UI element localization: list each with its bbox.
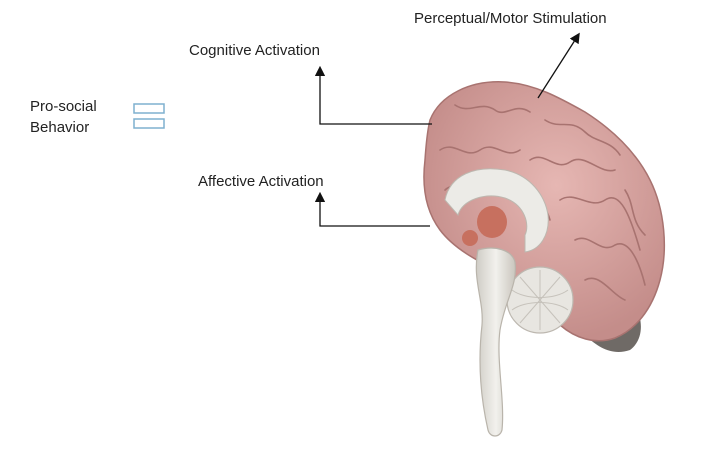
cognitive-activation-label: Cognitive Activation [189, 42, 320, 59]
cognitive-arrow [314, 65, 432, 125]
upper-box [133, 103, 165, 114]
affective-activation-label: Affective Activation [198, 173, 324, 190]
prosocial-behavior-label: Pro-social Behavior [30, 96, 120, 138]
prosocial-line-1: Pro-social [30, 98, 97, 115]
prosocial-line-2: Behavior [30, 119, 90, 136]
connector-arrows [314, 32, 580, 227]
perceptual-motor-stimulation-label: Perceptual/Motor Stimulation [414, 10, 607, 27]
stacked-boxes-icon [133, 103, 165, 129]
affective-arrow [314, 191, 430, 227]
brain-sagittal-section-icon [423, 81, 666, 437]
corpus-callosum [444, 168, 549, 253]
perceptual-arrow [537, 32, 580, 99]
lower-box [133, 118, 165, 129]
thalamus [477, 206, 507, 238]
cerebellum [506, 266, 574, 334]
amygdala [462, 230, 478, 246]
brainstem [475, 247, 517, 437]
